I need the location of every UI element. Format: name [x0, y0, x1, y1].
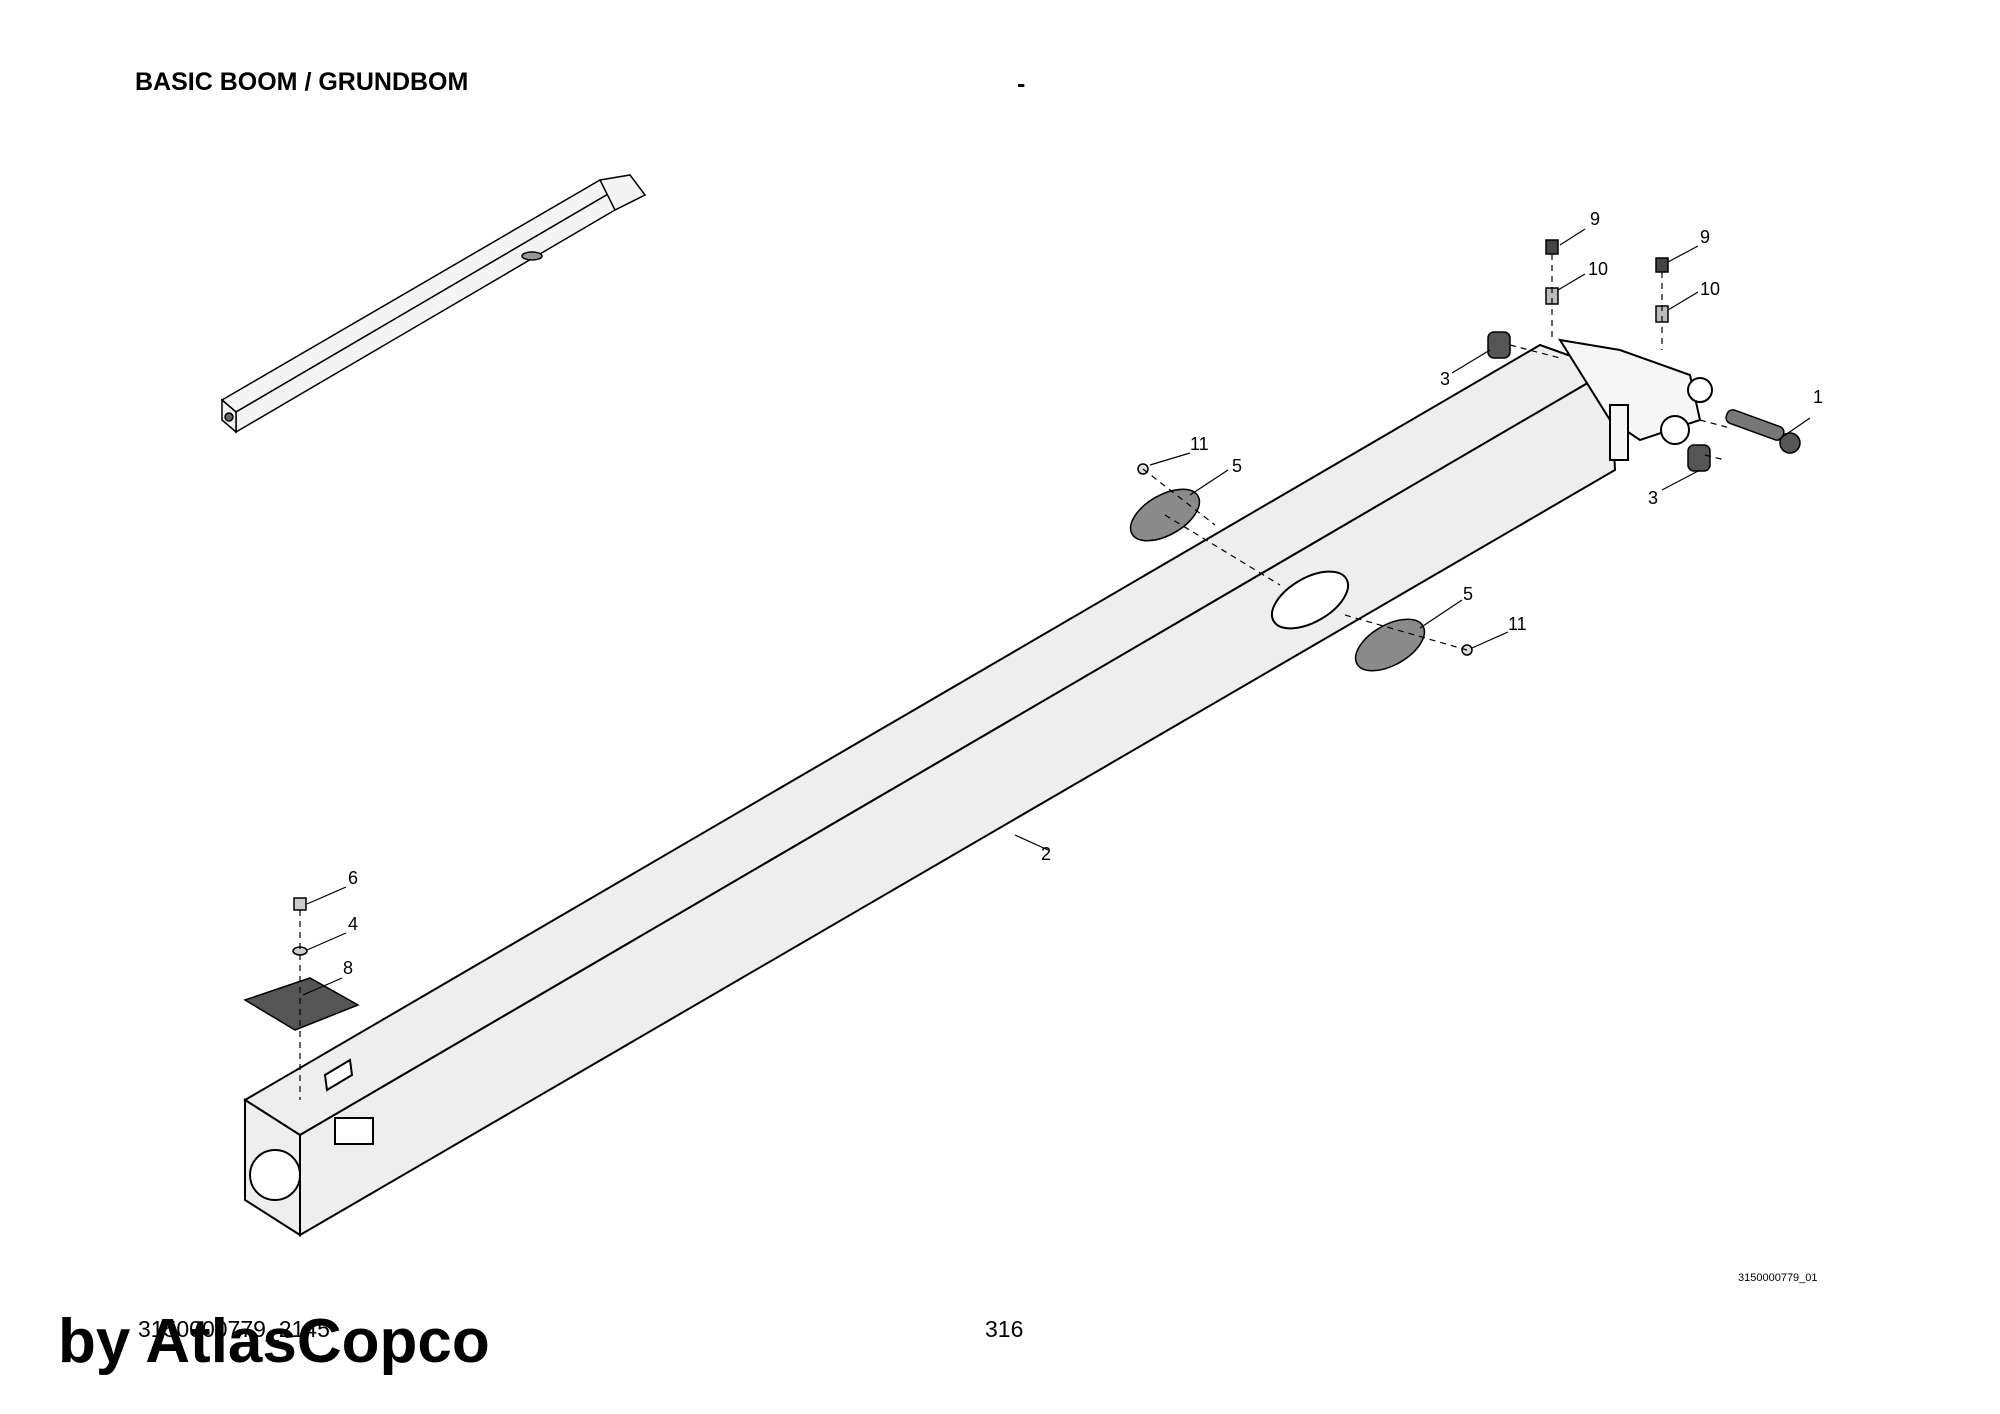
cap-right: [1655, 257, 1669, 273]
callout-10-left: 10: [1588, 259, 1608, 279]
watermark-text: by AtlasCopco: [58, 1307, 490, 1376]
callout-1: 1: [1813, 387, 1823, 407]
page-title: BASIC BOOM / GRUNDBOM: [135, 68, 469, 96]
callout-8: 8: [343, 958, 353, 978]
callouts: 1 2 3 3 4 5 5 6 8 9 9 10 10 11 11: [343, 209, 1823, 978]
callout-11-upper: 11: [1190, 434, 1209, 454]
callout-9-left: 9: [1590, 209, 1600, 229]
callout-9-right: 9: [1700, 227, 1710, 247]
callout-3-top: 3: [1440, 369, 1450, 389]
bushing-bottom: [1687, 444, 1711, 472]
overview-boom: [220, 174, 647, 434]
callout-10-right: 10: [1700, 279, 1720, 299]
callout-11-lower: 11: [1508, 614, 1527, 634]
main-boom: [243, 338, 1713, 1237]
pin-part: [1725, 409, 1801, 454]
callout-3-bottom: 3: [1648, 488, 1658, 508]
bolt-part: [293, 897, 307, 911]
cap-left: [1545, 239, 1559, 255]
plate-part: [243, 977, 360, 1031]
drawing-number: 3150000779_01: [1738, 1272, 1818, 1284]
leader-lines: [302, 228, 1811, 996]
header-separator: -: [1017, 70, 1026, 98]
callout-6: 6: [348, 868, 358, 888]
page-number: 316: [985, 1316, 1024, 1342]
callout-5-upper: 5: [1232, 456, 1242, 476]
assembly-lines: [299, 254, 1731, 1100]
callout-4: 4: [348, 914, 358, 934]
document-number: 3150000779_2145: [138, 1316, 330, 1342]
callout-5-lower: 5: [1463, 584, 1473, 604]
bushing-top: [1487, 331, 1511, 359]
callout-2: 2: [1041, 844, 1051, 864]
